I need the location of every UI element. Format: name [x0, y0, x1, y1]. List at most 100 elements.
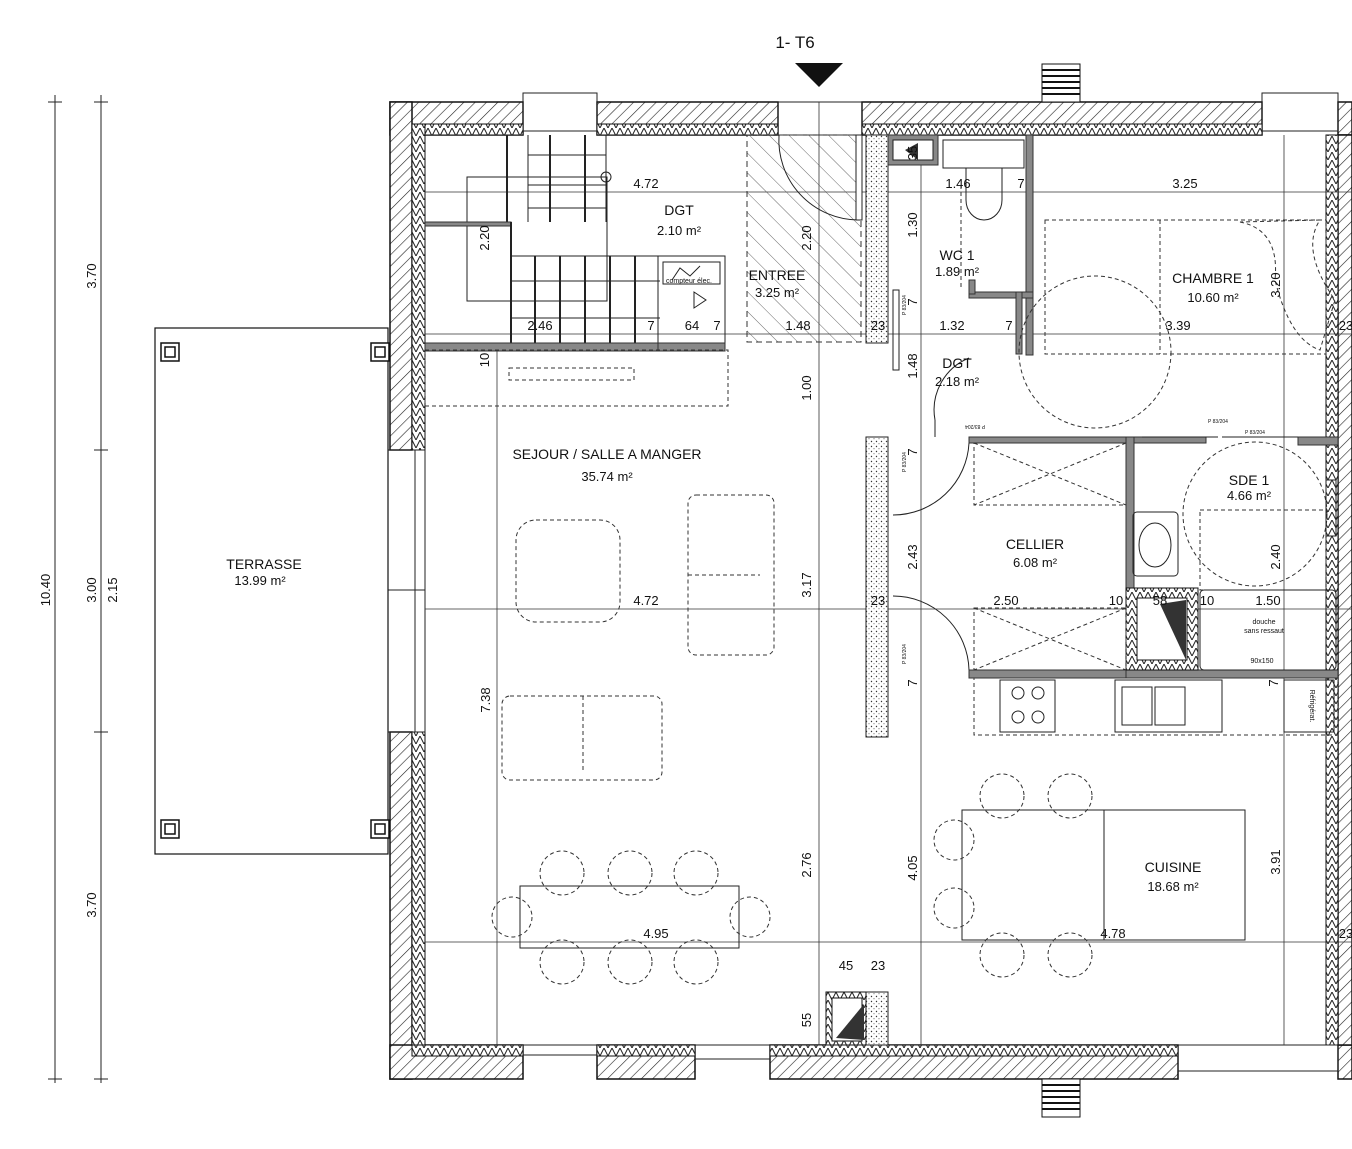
- dimension-label: 4.78: [1100, 926, 1125, 941]
- room-name: SEJOUR / SALLE A MANGER: [512, 446, 701, 462]
- dimension-label: 2.20: [477, 225, 492, 250]
- entry-door-swing: [778, 134, 859, 221]
- interior-doors: [892, 289, 1298, 671]
- dimension-label: 10: [1109, 593, 1123, 608]
- shower-label: douche: [1253, 619, 1276, 626]
- door-ref-label: P 83/204: [902, 452, 908, 472]
- dimension-label: 55: [799, 1013, 814, 1027]
- shower-size-label: 90x150: [1251, 658, 1274, 665]
- room-area: 2.10 m²: [657, 223, 702, 238]
- room-name: CUISINE: [1145, 859, 1202, 875]
- dimension-label: 1.46: [945, 176, 970, 191]
- room-name: CHAMBRE 1: [1172, 270, 1254, 286]
- dimension-label: 7.38: [478, 687, 493, 712]
- dimension-label: 2.43: [905, 544, 920, 569]
- dimension-labels: 10.40 3.70 3.00 3.70 2.15 4.72 2.20 2.46…: [38, 146, 1352, 1027]
- dimension-label: 23: [871, 318, 885, 333]
- dimension-label: 58: [1153, 593, 1167, 608]
- room-name: SDE 1: [1229, 472, 1270, 488]
- shower-label: sans ressaut: [1244, 628, 1284, 635]
- room-name: TERRASSE: [226, 556, 301, 572]
- dimension-label: 4.72: [633, 593, 658, 608]
- dimension-label: 7: [905, 448, 920, 455]
- bathroom-fixtures: [1132, 441, 1337, 671]
- plan-title: 1- T6: [775, 33, 814, 52]
- dimension-label: 3.00: [84, 577, 99, 602]
- dimension-label: 3.25: [1172, 176, 1197, 191]
- dimension-label: 7: [905, 298, 920, 305]
- entry-arrow-icon: [795, 63, 843, 87]
- dimension-label: 2.20: [799, 225, 814, 250]
- room-area: 10.60 m²: [1187, 290, 1239, 305]
- room-area: 3.25 m²: [755, 285, 800, 300]
- door-ref-label: P 83/204: [1245, 430, 1265, 436]
- dimension-label: 3.70: [84, 892, 99, 917]
- bedroom-furniture: [1018, 219, 1336, 429]
- dimension-label: 3.39: [1165, 318, 1190, 333]
- door-ref-label: P 83/204: [965, 423, 985, 429]
- dimension-label: 7: [1017, 176, 1024, 191]
- meter-label: compteur élec.: [666, 278, 712, 285]
- terrace-outline: [154, 327, 389, 855]
- room-area: 13.99 m²: [234, 573, 286, 588]
- dimension-label: 3.70: [84, 263, 99, 288]
- dimension-label: 7: [713, 318, 720, 333]
- room-area: 2.18 m²: [935, 374, 980, 389]
- dimension-label: 35: [905, 146, 920, 160]
- entree-zone: [746, 134, 862, 343]
- fridge-label: Réfrigérat.: [1308, 690, 1315, 723]
- staircase: [424, 135, 726, 381]
- dimension-label: 1.48: [905, 353, 920, 378]
- dimension-label: 2.50: [993, 593, 1018, 608]
- room-name: CELLIER: [1006, 536, 1064, 552]
- terrace-posts: [160, 342, 390, 839]
- dimension-label: 4.05: [905, 855, 920, 880]
- dimension-label: 2.15: [105, 577, 120, 602]
- dimension-label: 1.00: [799, 375, 814, 400]
- room-area: 1.89 m²: [935, 264, 980, 279]
- dimension-label: 45: [839, 958, 853, 973]
- room-area: 18.68 m²: [1147, 879, 1199, 894]
- room-labels: DGT 2.10 m² ENTREE 3.25 m² WC 1 1.89 m² …: [226, 202, 1271, 894]
- room-name: DGT: [664, 202, 694, 218]
- kitchen-counter: [973, 677, 1339, 736]
- structural-walls: [825, 134, 1339, 1046]
- dimension-label: 7: [1266, 679, 1281, 686]
- dimension-label: 4.72: [633, 176, 658, 191]
- dimension-label: 23: [1339, 318, 1352, 333]
- room-name: WC 1: [940, 247, 975, 263]
- cellier-storage: [973, 442, 1127, 671]
- dimension-label: 10.40: [38, 574, 53, 607]
- dimension-label: 10: [1200, 593, 1214, 608]
- dimension-label: 1.30: [905, 212, 920, 237]
- dimension-label: 2.46: [527, 318, 552, 333]
- dimension-label: 64: [685, 318, 699, 333]
- living-furniture: [424, 349, 1246, 985]
- windows: [386, 63, 1339, 1118]
- dimension-label: 3.20: [1268, 272, 1283, 297]
- dimension-label: 1.32: [939, 318, 964, 333]
- wc-fixtures: [942, 139, 1025, 290]
- dimension-label: 7: [905, 679, 920, 686]
- dimension-label: 23: [871, 593, 885, 608]
- fixture-labels: compteur élec. douche sans ressaut 90x15…: [666, 278, 1315, 722]
- room-name: ENTREE: [749, 267, 806, 283]
- dimension-label: 7: [647, 318, 654, 333]
- room-area: 4.66 m²: [1227, 488, 1272, 503]
- dimension-label: 2.40: [1268, 544, 1283, 569]
- dimension-label: 1.50: [1255, 593, 1280, 608]
- dimension-label: 3.17: [799, 572, 814, 597]
- dimension-label: 7: [1005, 318, 1012, 333]
- left-dimension-lines: [48, 95, 108, 1083]
- dimension-label: 3.91: [1268, 849, 1283, 874]
- room-area: 35.74 m²: [581, 469, 633, 484]
- dimension-label: 23: [1339, 926, 1352, 941]
- room-area: 6.08 m²: [1013, 555, 1058, 570]
- dimension-label: 1.48: [785, 318, 810, 333]
- dimension-label: 23: [871, 958, 885, 973]
- door-ref-label: P 83/204: [1208, 419, 1228, 425]
- room-name: DGT: [942, 355, 972, 371]
- dimension-label: 2.76: [799, 852, 814, 877]
- dimension-label: 10: [477, 353, 492, 367]
